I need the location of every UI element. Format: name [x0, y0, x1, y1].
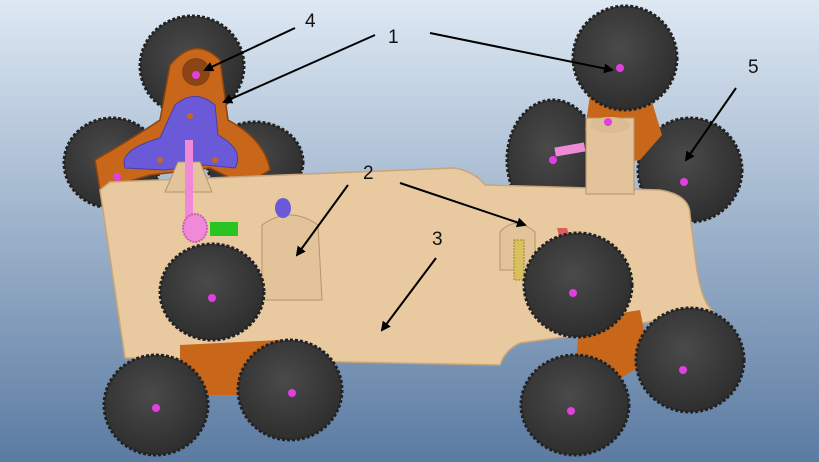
arrow-icon [203, 27, 296, 72]
arrow-icon [684, 87, 737, 162]
bolt-icon [187, 113, 193, 119]
gear-icon [513, 239, 525, 281]
wheel-icon [571, 4, 679, 112]
gear-icon [210, 222, 238, 236]
hub-icon [208, 294, 216, 302]
gear-icon [182, 213, 208, 243]
arrow-icon [295, 184, 349, 257]
callout-label-5: 5 [748, 57, 759, 78]
callout-label-3: 3 [432, 229, 443, 250]
hub-icon [604, 118, 612, 126]
callout-label-2: 2 [363, 163, 374, 184]
wheel-icon [634, 306, 746, 414]
bolt-icon [212, 157, 218, 163]
hub-icon [679, 366, 687, 374]
wheel-icon [158, 242, 266, 342]
arrow-icon [222, 34, 376, 104]
hub-icon [152, 404, 160, 412]
arrow-icon [380, 257, 437, 332]
arrow-icon [399, 182, 527, 228]
hub-icon [113, 173, 121, 181]
rocker-hub-plate [123, 96, 239, 171]
wheel-icon [519, 353, 631, 457]
callout-label-1: 1 [388, 27, 399, 48]
motor-mount [261, 214, 323, 301]
hub-icon [569, 289, 577, 297]
arrow-icon [429, 32, 614, 74]
leader-arrows [203, 27, 737, 332]
hub-icon [616, 64, 624, 72]
hub-icon [567, 407, 575, 415]
bolt-icon [157, 157, 163, 163]
rocker-front-left [102, 242, 344, 457]
hub-icon [192, 71, 200, 79]
drive-shaft [185, 140, 193, 235]
wheel-icon [522, 231, 634, 339]
hub-icon [288, 389, 296, 397]
callout-label-4: 4 [305, 11, 316, 32]
rocker-front-right [519, 231, 746, 457]
link-bar [554, 142, 586, 157]
hub-icon [549, 156, 557, 164]
hub-icon [680, 178, 688, 186]
motor-icon [275, 198, 291, 218]
